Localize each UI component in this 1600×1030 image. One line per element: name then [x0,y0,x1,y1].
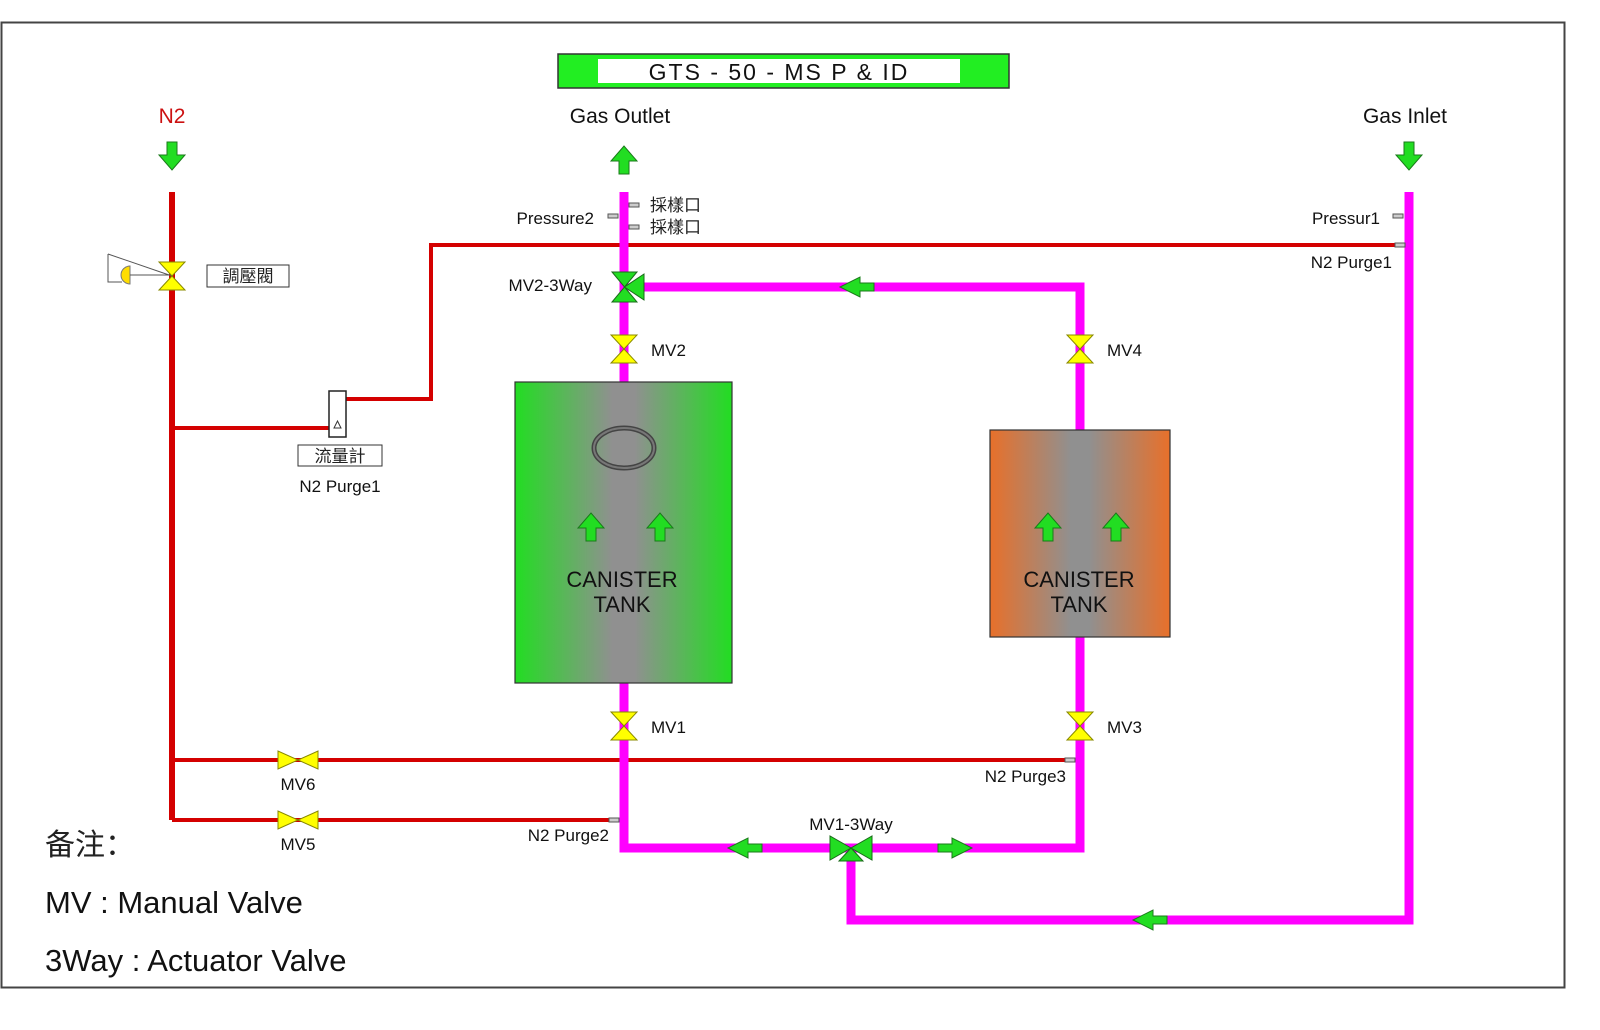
n2-purge3-tap [1064,757,1076,763]
sampling-port-1-tap [628,202,640,208]
mv1-3way-label: MV1-3Way [809,815,893,834]
n2-purge3-label: N2 Purge3 [985,767,1066,786]
pressure2-label: Pressure2 [517,209,594,228]
diagram-title: GTS - 50 - MS P & ID [649,59,910,85]
n2-purge2-label: N2 Purge2 [528,826,609,845]
mv2-label: MV2 [651,341,686,360]
gas-outlet-label: Gas Outlet [570,105,671,128]
mv2-3way-label: MV2-3Way [509,276,593,295]
n2-purge1-right-label: N2 Purge1 [1311,253,1392,272]
title-banner: GTS - 50 - MS P & ID [557,53,1010,89]
mv4-label: MV4 [1107,341,1142,360]
tank1-label-line1: CANISTER [566,567,677,592]
flowmeter-label: 流量計 [315,447,366,467]
pressure-regulator[interactable] [107,253,186,291]
note-mv: MV : Manual Valve [45,885,303,920]
mv3-label: MV3 [1107,718,1142,737]
mv6-label: MV6 [281,775,316,794]
regulator-label-box [206,264,290,288]
tank2-label-line2: TANK [1050,592,1107,617]
pressure1-label: Pressur1 [1312,209,1380,228]
sampling-port-1-label: 採樣口 [650,196,701,216]
canister-tank-1[interactable]: CANISTER TANK [514,381,733,684]
diagram-frame [0,21,1566,989]
mv1-3way-valve[interactable] [829,835,873,862]
tank1-label-line2: TANK [593,592,650,617]
gas-inlet-label: Gas Inlet [1363,105,1447,128]
sampling-port-2-tap [628,224,640,230]
flowmeter-label-box [297,444,383,467]
n2-purge2-tap [608,817,620,823]
sampling-port-2-label: 採樣口 [650,218,701,238]
tank2-label-line1: CANISTER [1023,567,1134,592]
pressure1-tap [1392,213,1404,219]
notes-heading: 备注： [45,828,135,863]
pressure2-tap [607,213,619,219]
n2-purge1-left-label: N2 Purge1 [299,477,380,496]
legend-notes: 备注： MV : Manual Valve 3Way : Actuator Va… [45,828,347,978]
mv5-label: MV5 [281,835,316,854]
flowmeter[interactable] [328,390,347,438]
note-3way: 3Way : Actuator Valve [45,943,347,978]
mv2-3way-valve[interactable] [610,271,645,303]
n2-purge1-tap [1394,242,1406,248]
mv1-label: MV1 [651,718,686,737]
regulator-label: 調壓閥 [223,267,274,287]
canister-tank-2[interactable]: CANISTER TANK [989,429,1171,638]
n2-source-label: N2 [159,105,186,128]
